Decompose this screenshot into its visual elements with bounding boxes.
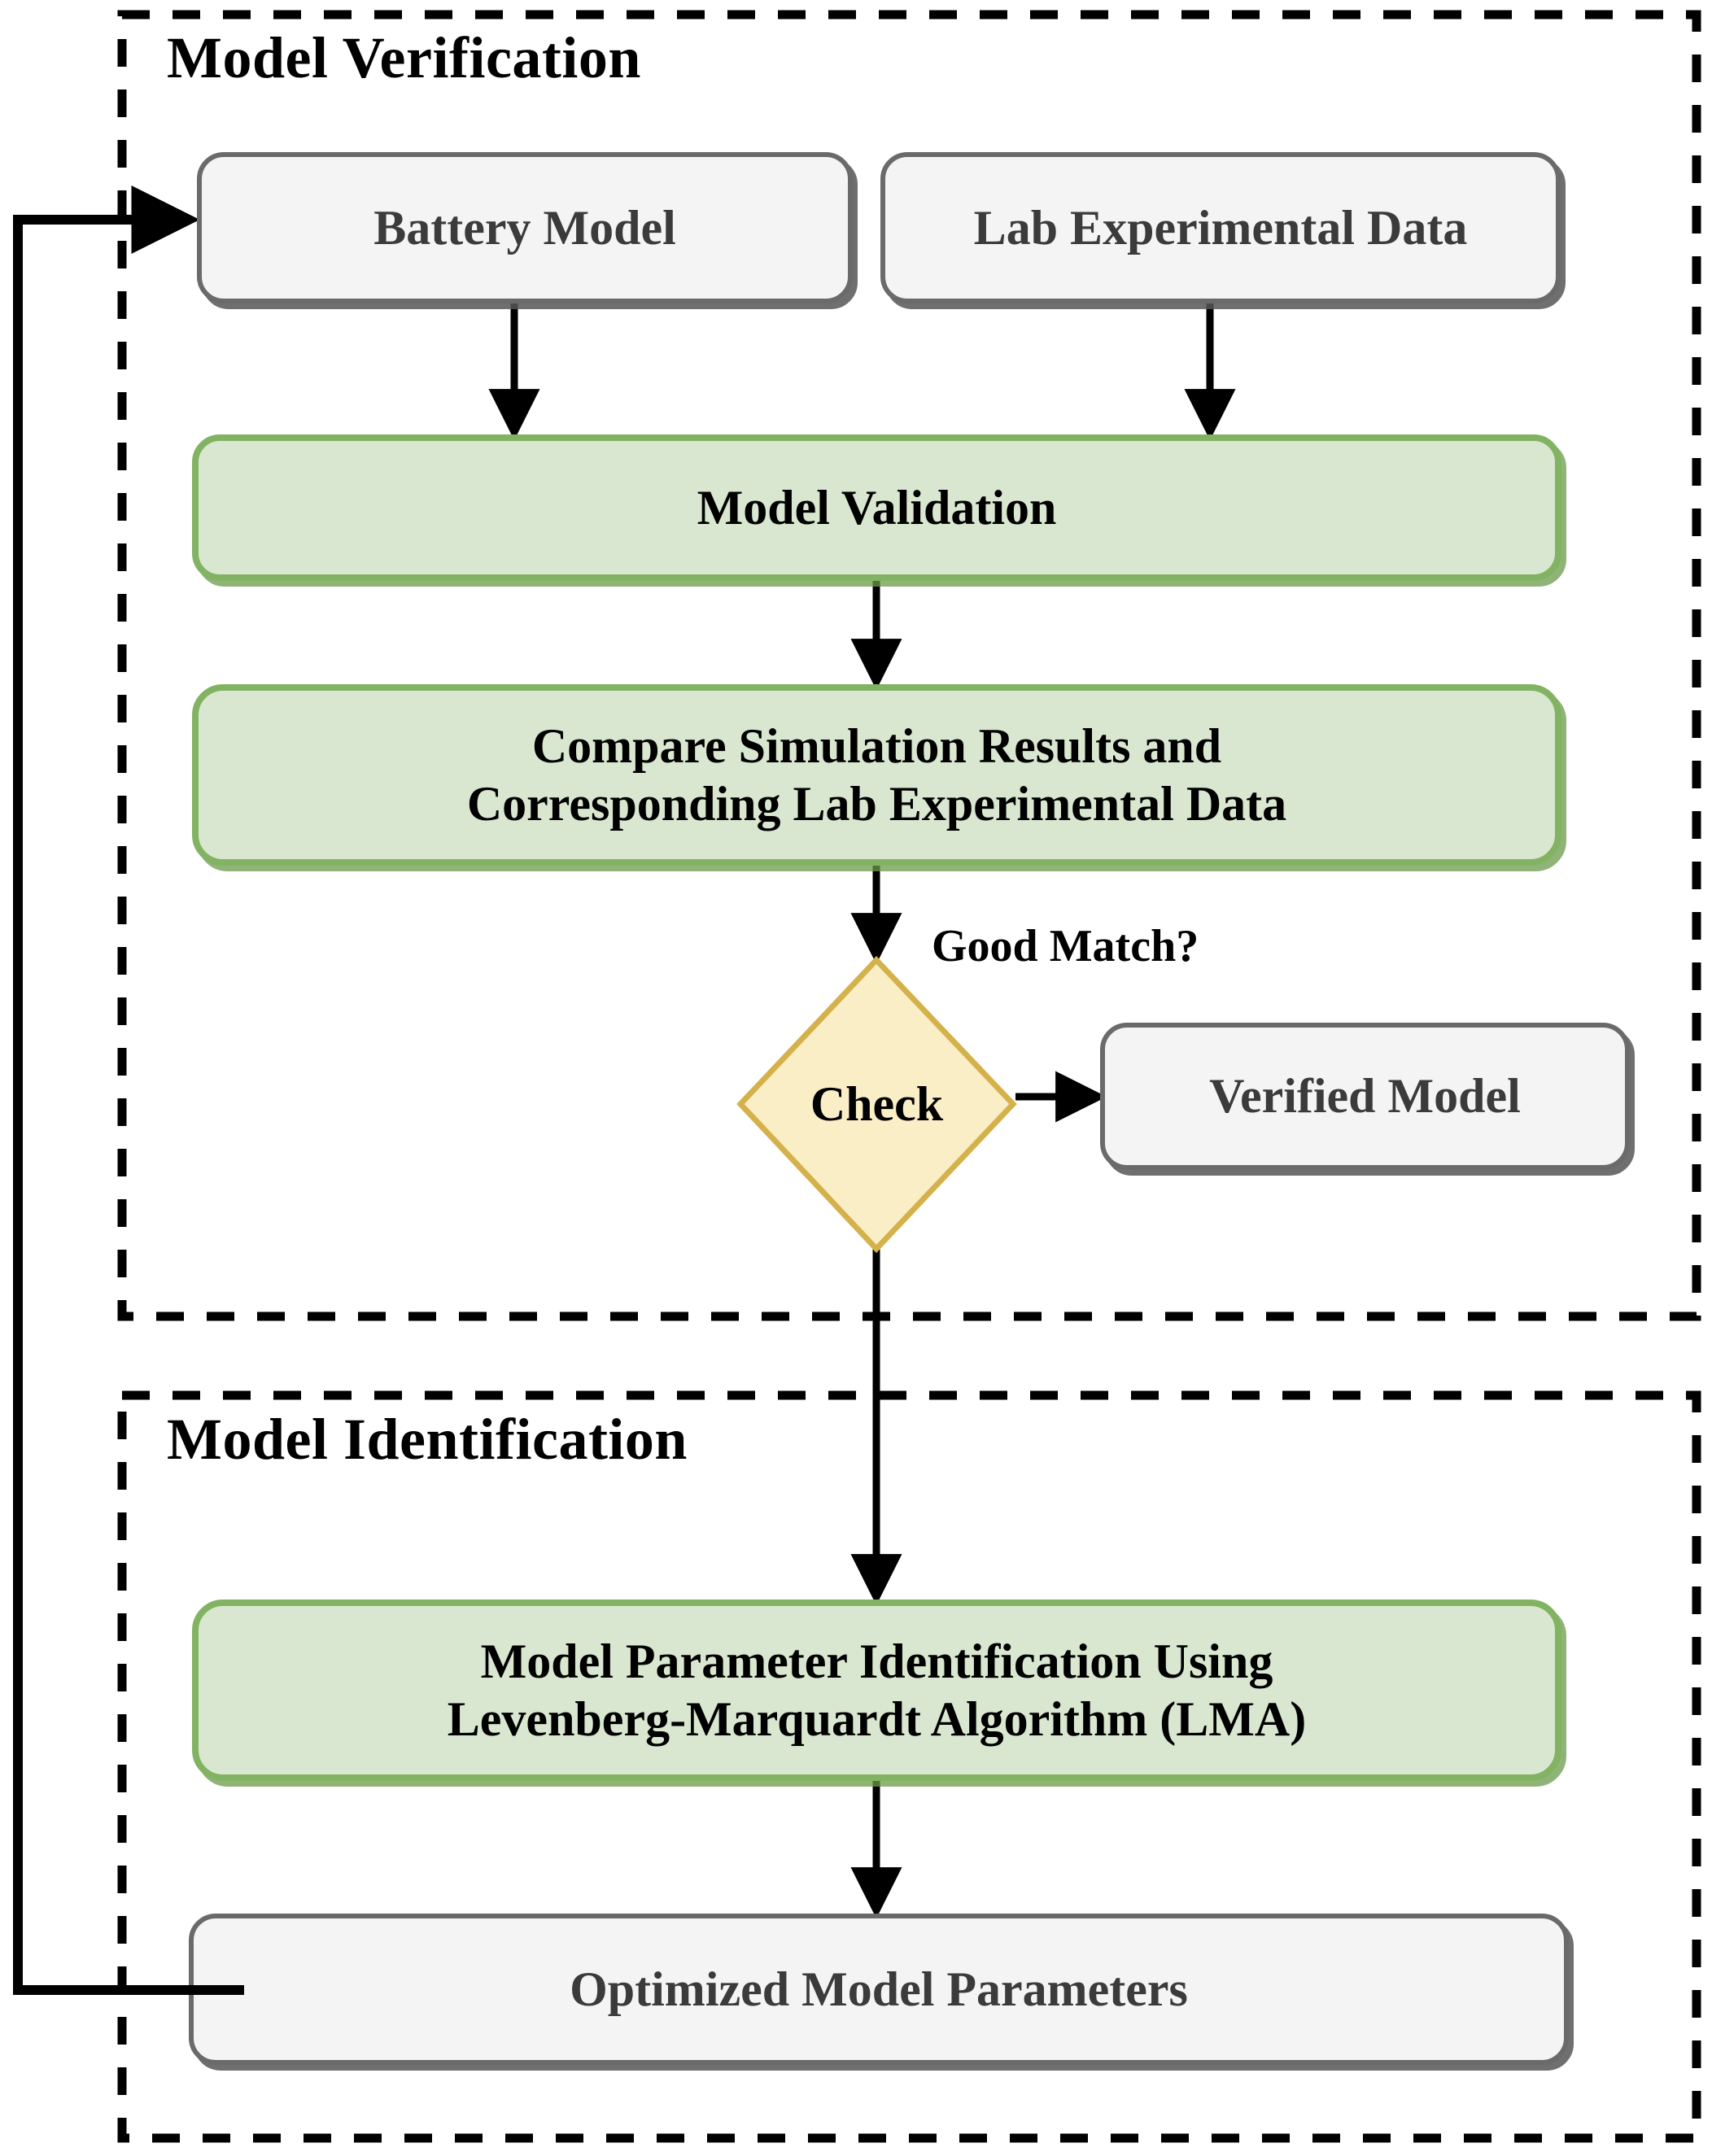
node-shape-optimized-model-parameters[interactable] <box>189 1914 1569 2065</box>
node-shape-model-validation[interactable] <box>192 434 1561 581</box>
edge-label-good-match: Good Match? <box>932 921 1199 971</box>
group-frame-model-identification <box>117 1390 1701 2143</box>
group-title-model-identification: Model Identification <box>167 1407 688 1472</box>
node-shape-lab-experimental-data[interactable] <box>880 152 1561 303</box>
group-title-model-verification: Model Verification <box>167 25 641 90</box>
node-shape-check[interactable] <box>736 955 1017 1254</box>
node-shape-verified-model[interactable] <box>1100 1023 1630 1170</box>
group-frame-model-verification <box>117 10 1701 1321</box>
node-shape-model-parameter-identification[interactable] <box>192 1600 1561 1781</box>
node-shape-compare-simulation-results[interactable] <box>192 684 1561 866</box>
node-shape-battery-model[interactable] <box>197 152 853 303</box>
edge-optimized-to-battery-model-feedback <box>13 185 200 1995</box>
